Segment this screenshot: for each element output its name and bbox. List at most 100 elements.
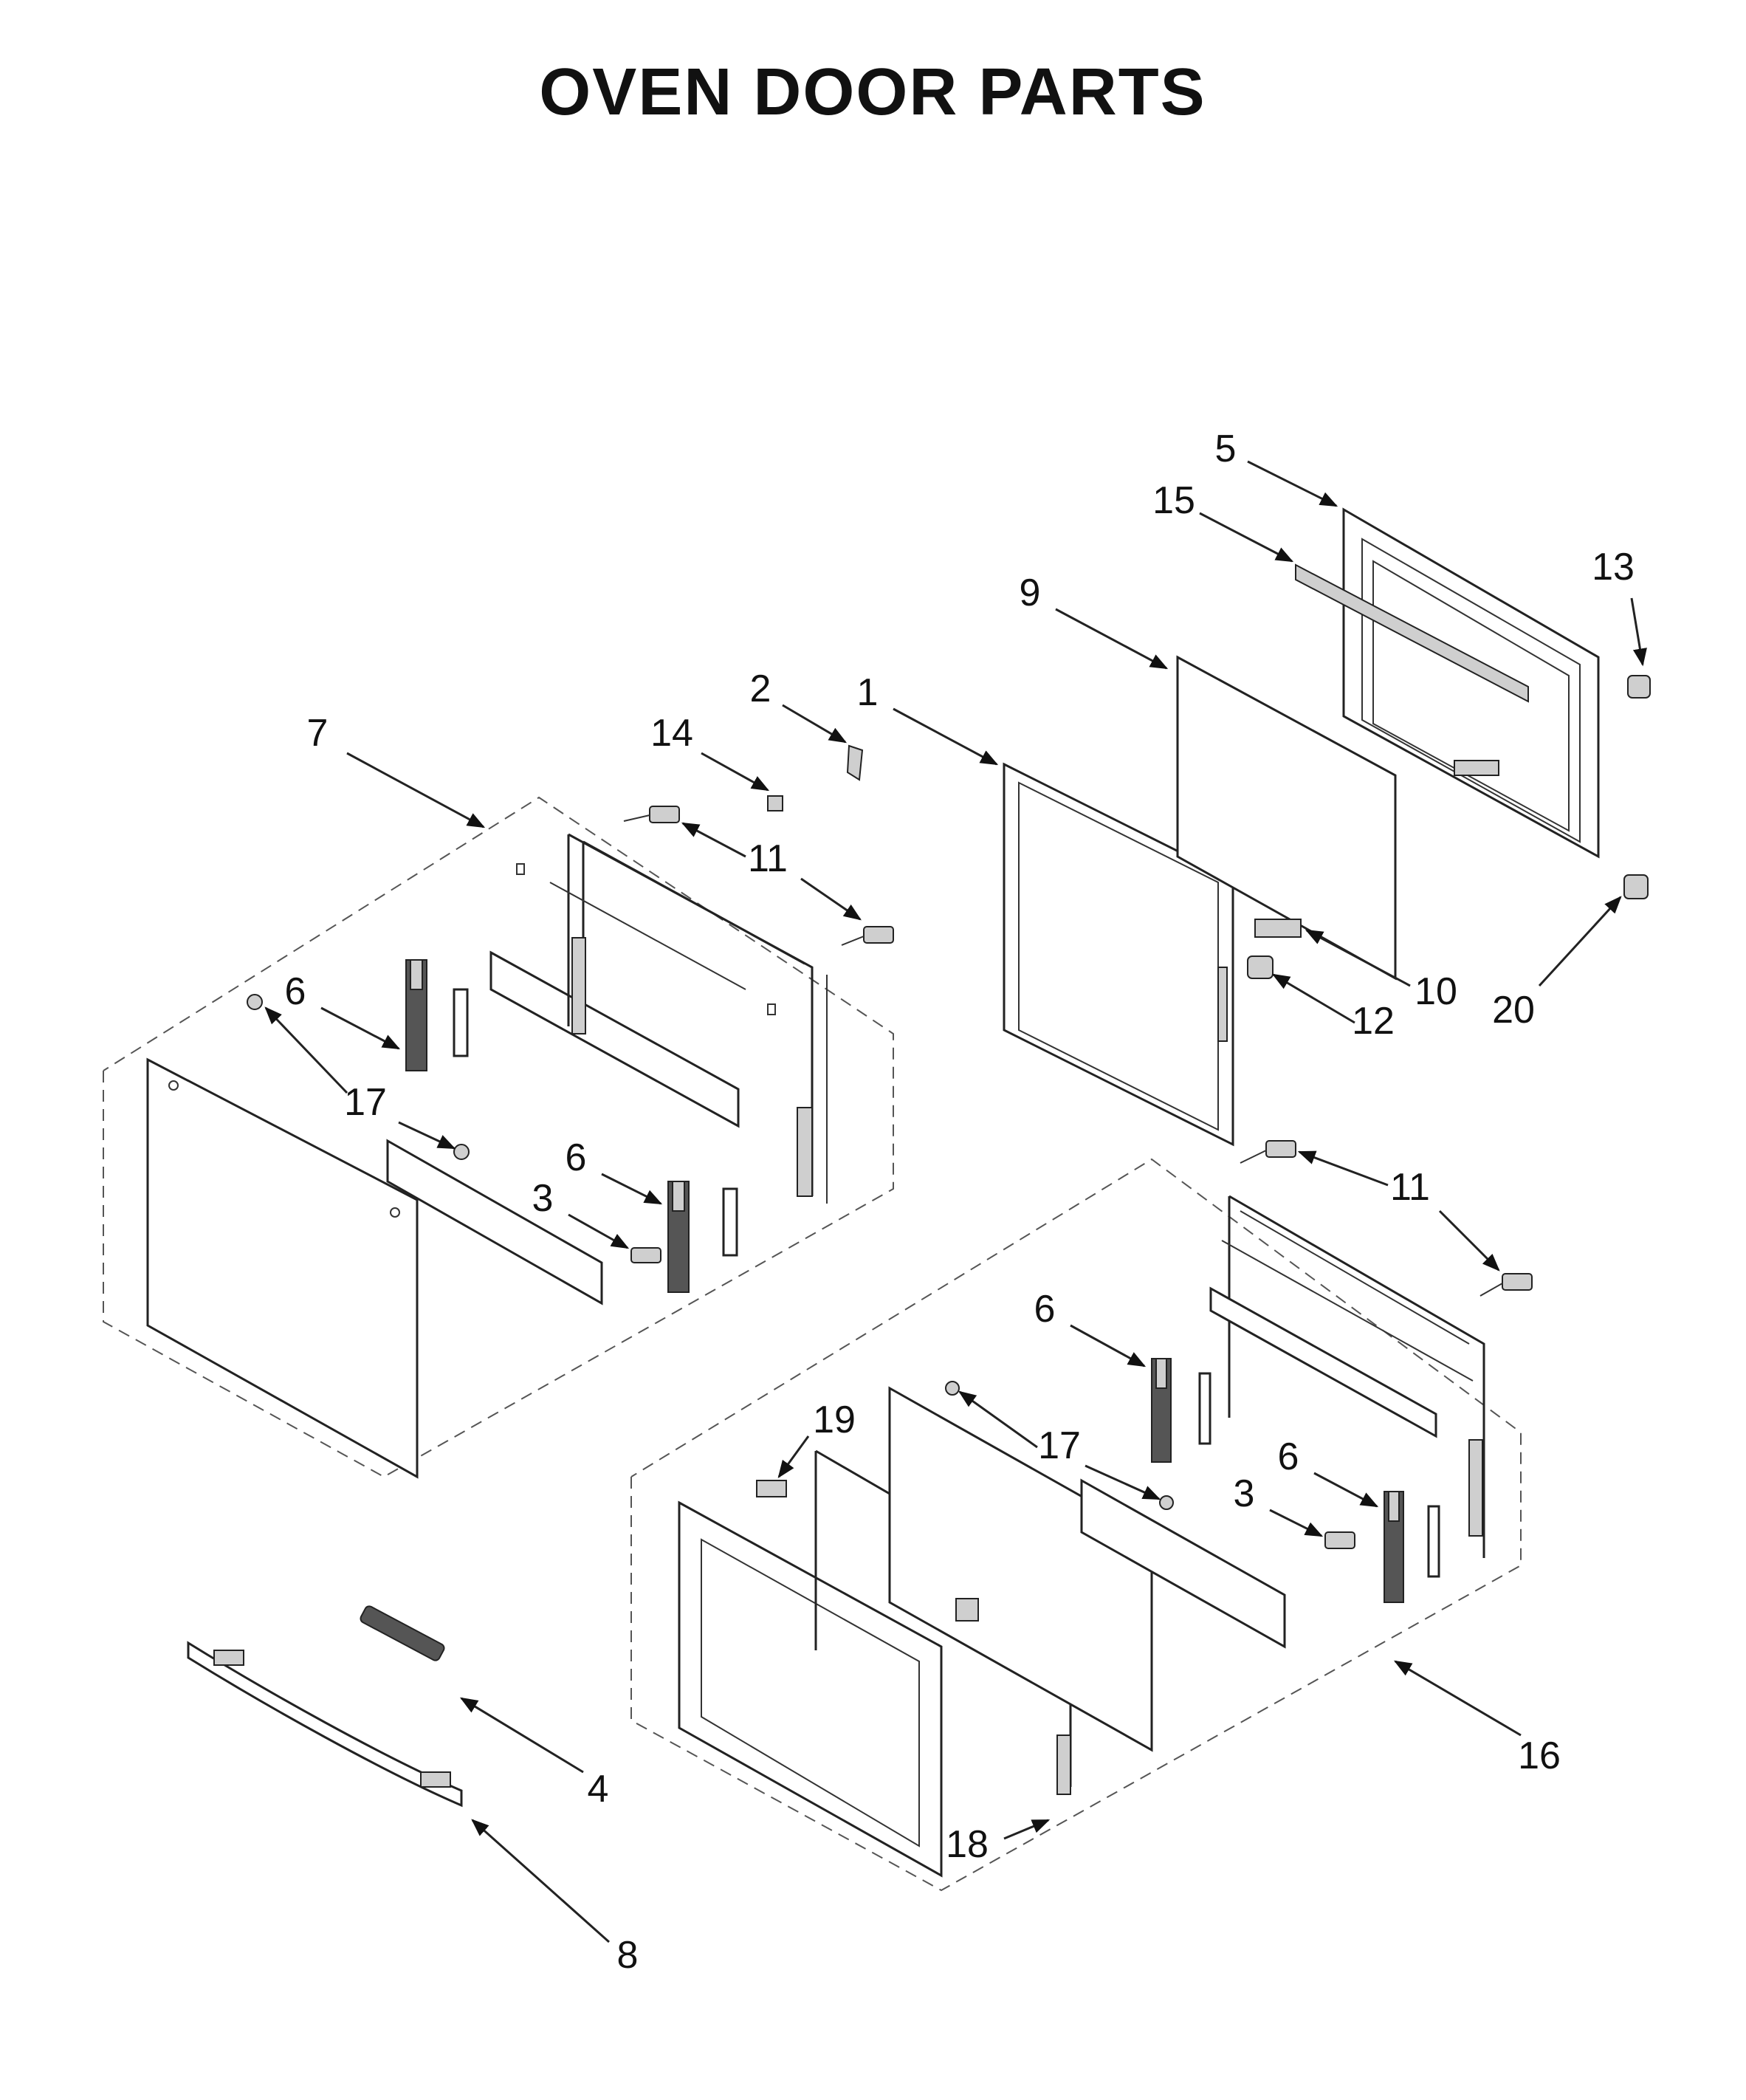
arrow-3a [568,1213,630,1249]
callout-13: 13 [1592,546,1635,589]
arrow-6c [1070,1324,1147,1368]
bumper [767,1003,776,1015]
leader-arrows [264,460,1647,1943]
screw-20 [1623,874,1649,899]
vent-strip [386,1139,603,1305]
hinge-6d [1384,1491,1404,1603]
callout-6: 6 [1278,1435,1299,1478]
arrow-2 [782,704,848,744]
upper-door-assembly [103,744,894,1479]
callout-14: 14 [650,712,693,755]
callout-6: 6 [1034,1288,1056,1331]
lower-door-inner-frame [1209,1195,1485,1558]
arrow-11a [681,822,746,858]
spacer-bar [1198,1372,1211,1445]
spacer-bar [722,1187,738,1257]
part-19-bracket [756,1480,787,1497]
callout-3: 3 [532,1177,554,1220]
callout-20: 20 [1492,989,1535,1032]
callout-5: 5 [1215,428,1237,470]
inner-door-5 [1342,507,1600,859]
brand-badge-4 [360,1605,445,1661]
upper-vent-strip [489,950,740,1128]
callout-16: 16 [1518,1734,1561,1777]
hinge-6c [1151,1358,1172,1463]
lower-door-assembly [630,1140,1533,1892]
screw-11 [841,926,894,946]
screw-12 [1247,955,1274,979]
callout-15: 15 [1152,479,1195,522]
callout-2: 2 [750,668,771,710]
lower-glass-panel [888,1386,1153,1752]
arrow-14 [701,752,770,792]
callout-17: 17 [1038,1424,1081,1467]
arrow-11d [1438,1209,1500,1272]
callout-4: 4 [588,1768,609,1811]
screw-11 [1240,1140,1296,1164]
arrow-18 [1003,1819,1051,1840]
arrow-10 [1305,929,1411,987]
arrow-7 [346,752,486,828]
arrow-11b [800,877,862,921]
arrow-1 [893,707,999,766]
callout-12: 12 [1352,1000,1395,1043]
hinge-6a [405,959,427,1071]
arrow-5 [1247,460,1338,507]
arrow-11c [1297,1150,1389,1187]
panel-hole [168,1080,179,1091]
arrow-12 [1271,973,1355,1024]
callout-9: 9 [1020,572,1041,614]
arrow-19 [777,1435,810,1478]
door-liner-1 [1003,762,1234,1147]
lower-vent-strip [1080,1478,1286,1649]
arrow-6a [320,1006,401,1050]
screw-3 [630,1247,661,1263]
panel-hole [390,1207,400,1218]
callout-7: 7 [307,712,329,755]
bumper [516,863,525,875]
assembly-7-outline [103,796,894,1478]
door-bumper-17 [453,1144,470,1160]
door-bumper-17 [247,994,263,1010]
arrow-6b [601,1173,663,1205]
part-2-bracket [846,744,864,781]
arrow-3b [1269,1509,1324,1537]
page-title: OVEN DOOR PARTS [539,55,1206,129]
door-bumper-17 [945,1381,960,1396]
door-bumper-17 [1159,1495,1174,1510]
screw-11 [1479,1273,1533,1297]
arrow-17a [264,1006,348,1094]
callout-18: 18 [946,1823,989,1866]
part-14-clip [767,795,783,811]
callout-19: 19 [813,1399,856,1441]
arrow-17b2 [1085,1464,1161,1500]
callout-6: 6 [285,970,306,1013]
callout-8: 8 [617,1934,639,1977]
part-10-bracket [1254,919,1302,938]
arrow-20 [1538,896,1622,987]
arrow-13 [1630,597,1647,667]
callout-3: 3 [1234,1472,1255,1515]
arrow-6d [1313,1472,1379,1508]
callout-11: 11 [748,837,788,880]
door-handle-8 [187,1641,463,1808]
spacer-bar [1427,1505,1440,1578]
arrow-17a2 [398,1121,456,1150]
callout-6: 6 [566,1136,587,1179]
assembly-16-outline [630,1158,1522,1892]
arrow-4 [459,1697,584,1774]
arrow-15 [1199,512,1294,563]
screw-3 [1324,1531,1355,1549]
screw-11 [623,806,680,823]
callout-10: 10 [1415,970,1457,1013]
outer-door-frame [678,1500,943,1878]
callout-17: 17 [344,1081,387,1124]
panel-label [955,1598,979,1622]
upper-door-frame [549,833,828,1204]
spacer-bar [453,988,469,1057]
gasket-15 [1295,563,1529,703]
outer-glass-panel [146,1057,419,1479]
callout-11: 11 [1390,1166,1430,1209]
callout-1: 1 [857,671,879,714]
